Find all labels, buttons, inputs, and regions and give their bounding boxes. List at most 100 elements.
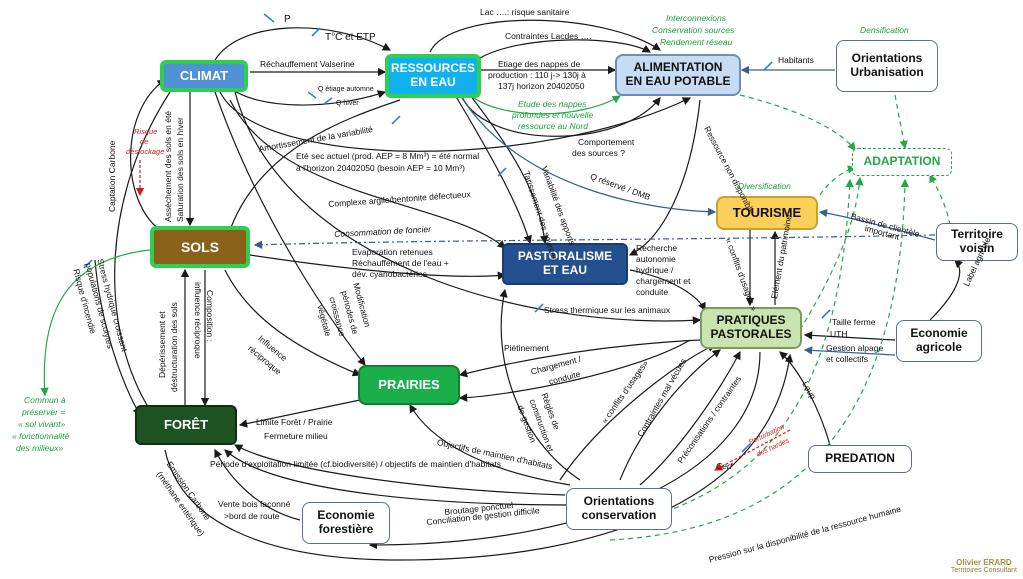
node-adaptation[interactable]: ADAPTATION <box>852 148 952 176</box>
node-alimentation-line2: EN EAU POTABLE <box>625 74 731 88</box>
arrow-captation <box>130 79 166 231</box>
node-orientations-urb-line1: Orientations <box>851 51 923 66</box>
node-pratiques-line1: PRATIQUES <box>716 313 786 328</box>
arrow-influence <box>224 269 362 377</box>
node-pastoralisme-line2: ET EAU <box>542 263 587 277</box>
label-comportement-2: des sources ? <box>572 148 625 158</box>
label-uth: UTH <box>830 329 848 339</box>
node-predation[interactable]: PREDATION <box>808 445 912 473</box>
label-etude-2: profondes et nouvelle <box>512 110 594 120</box>
arrow-complexe <box>229 99 506 249</box>
node-territoire-voisin[interactable]: Territoire voisin <box>936 223 1018 261</box>
arrow-prairies-foret <box>238 399 361 428</box>
node-alimentation-line1: ALIMENTATION <box>633 60 723 75</box>
label-etiage-2: production : 110 j-> 130j à <box>488 70 586 80</box>
label-etude-3: ressource au Nord <box>518 121 588 131</box>
label-saturation: Saturation des sols en hiver <box>175 117 185 222</box>
node-orientations-urb-line2: Urbanisation <box>850 65 924 79</box>
label-etiage-1: Etiage des nappes de <box>498 59 581 69</box>
node-pratiques-line2: PASTORALES <box>710 327 792 341</box>
arrow-stress-hydrique <box>94 259 141 417</box>
node-orientations-urbanisation[interactable]: Orientations Urbanisation <box>836 40 938 92</box>
arrow-amortissement <box>229 99 401 231</box>
arrow-consommation <box>253 234 936 249</box>
node-predation-label: PREDATION <box>825 451 895 466</box>
node-foret[interactable]: FORÊT <box>135 405 237 445</box>
label-taille-ferme: Taille ferme <box>832 317 876 327</box>
label-comportement-1: Comportement <box>578 137 635 147</box>
author-name: Olivier ERARD <box>956 557 1012 567</box>
arrow-adapt-1 <box>739 94 856 151</box>
arrow-climat-ressources-top <box>214 27 392 61</box>
arrow-objectifs-prairies <box>409 403 571 486</box>
node-ressources-line1: RESSOURCES <box>390 61 476 76</box>
label-cerf: Cerf <box>716 461 733 471</box>
node-economie-agricole[interactable]: Economie agricole <box>896 320 982 362</box>
label-gestion-alpage-1: Gestion alpage <box>826 343 884 353</box>
arrow-climat-prairies <box>214 91 366 366</box>
label-evaporation-3: dév. cyanobactéries <box>352 269 427 279</box>
label-q-hiver: Q hiver <box>336 100 359 107</box>
node-pratiques-pastorales[interactable]: PRATIQUES PASTORALES <box>700 307 802 349</box>
arrow-adapt-tourisme <box>819 165 857 196</box>
node-economie-forestiere-line2: forestière <box>318 522 374 536</box>
node-sols[interactable]: SOLS <box>150 226 250 268</box>
node-tourisme[interactable]: TOURISME <box>716 196 818 230</box>
arrow-regles <box>499 288 581 481</box>
arrow-periode <box>233 444 566 496</box>
label-deperissement-2: déstructuration des sols <box>169 302 179 392</box>
label-ete-sec-2: à l'horizon 20402050 (besoin AEP = 10 Mm… <box>296 163 465 173</box>
label-contraintes-lacdes: Contraintes Lacdes …. <box>505 31 592 41</box>
label-ete-sec-1: Eté sec actuel (prod. AEP = 8 Mm³) = été… <box>296 151 480 161</box>
arrow-climat-ressources-q <box>229 87 387 106</box>
node-alimentation-eau-potable[interactable]: ALIMENTATION EN EAU POTABLE <box>615 54 741 96</box>
label-assechement: Assèchement des sols en été <box>163 110 173 222</box>
arrow-emission <box>164 353 794 561</box>
arrow-evaporation <box>249 254 507 280</box>
arrow-etude <box>469 94 622 115</box>
label-recherche-3: hydrique / <box>636 265 674 275</box>
node-ressources-line2: EN EAU <box>410 75 456 89</box>
author-subtitle: Territoires Consultant <box>950 567 1017 575</box>
arrow-sols-commun <box>40 249 151 397</box>
label-recherche-1: Recherche <box>636 243 678 253</box>
label-interconnexions-2: Conservation sources <box>652 25 735 35</box>
label-lac: Lac ….: risque sanitaire <box>480 7 570 17</box>
node-climat[interactable]: CLIMAT <box>160 60 248 92</box>
label-evaporation-1: Evaporation retenues <box>352 247 433 257</box>
label-tc-etp: T°C et ETP <box>325 32 376 43</box>
arrow-densification <box>894 94 908 150</box>
arrow-tarissement <box>454 94 532 245</box>
label-densification: Densification <box>860 25 909 35</box>
node-tourisme-label: TOURISME <box>732 204 802 220</box>
node-pastoralisme-eau[interactable]: PASTORALISME ET EAU <box>502 243 628 285</box>
arrow-contraintes-mal <box>619 349 721 481</box>
arrow-label <box>929 259 964 321</box>
node-pastoralisme-line1: PASTORALISME <box>517 249 613 264</box>
node-prairies[interactable]: PRAIRIES <box>358 365 460 405</box>
label-recherche-4: chargement et <box>636 276 691 286</box>
arrow-ete-sec <box>219 91 692 152</box>
node-sols-label: SOLS <box>180 238 220 255</box>
label-vente-bois-2: >bord de route <box>224 511 280 521</box>
label-captation-carbone: Captation Carbone <box>107 140 117 212</box>
label-p: P <box>284 14 291 25</box>
node-climat-label: CLIMAT <box>179 67 229 83</box>
arrow-conflits-usages <box>559 343 717 481</box>
arrow-stress-thermique <box>234 91 702 325</box>
arrow-preconisations <box>639 350 741 486</box>
label-pietinement: Piétinement <box>504 343 549 353</box>
label-risque-2: de <box>140 137 149 146</box>
arrow-perturbation <box>713 429 791 471</box>
label-rechauffement-valserine: Réchauffement Valserine <box>260 59 355 69</box>
node-orientations-conservation[interactable]: Orientations conservation <box>566 488 672 530</box>
arrow-adapt-pratiques <box>799 176 864 331</box>
node-ressources-en-eau[interactable]: RESSOURCES EN EAU <box>385 54 481 98</box>
label-periode-exploitation: Période d'exploitation limitée (cf.biodi… <box>210 459 501 469</box>
node-foret-label: FORÊT <box>163 416 209 432</box>
node-adaptation-label: ADAPTATION <box>863 154 941 169</box>
label-etiage-3: 137j horizon 20402050 <box>498 81 585 91</box>
arrow-vente <box>214 448 301 521</box>
node-economie-forestiere[interactable]: Economie forestière <box>302 502 390 544</box>
